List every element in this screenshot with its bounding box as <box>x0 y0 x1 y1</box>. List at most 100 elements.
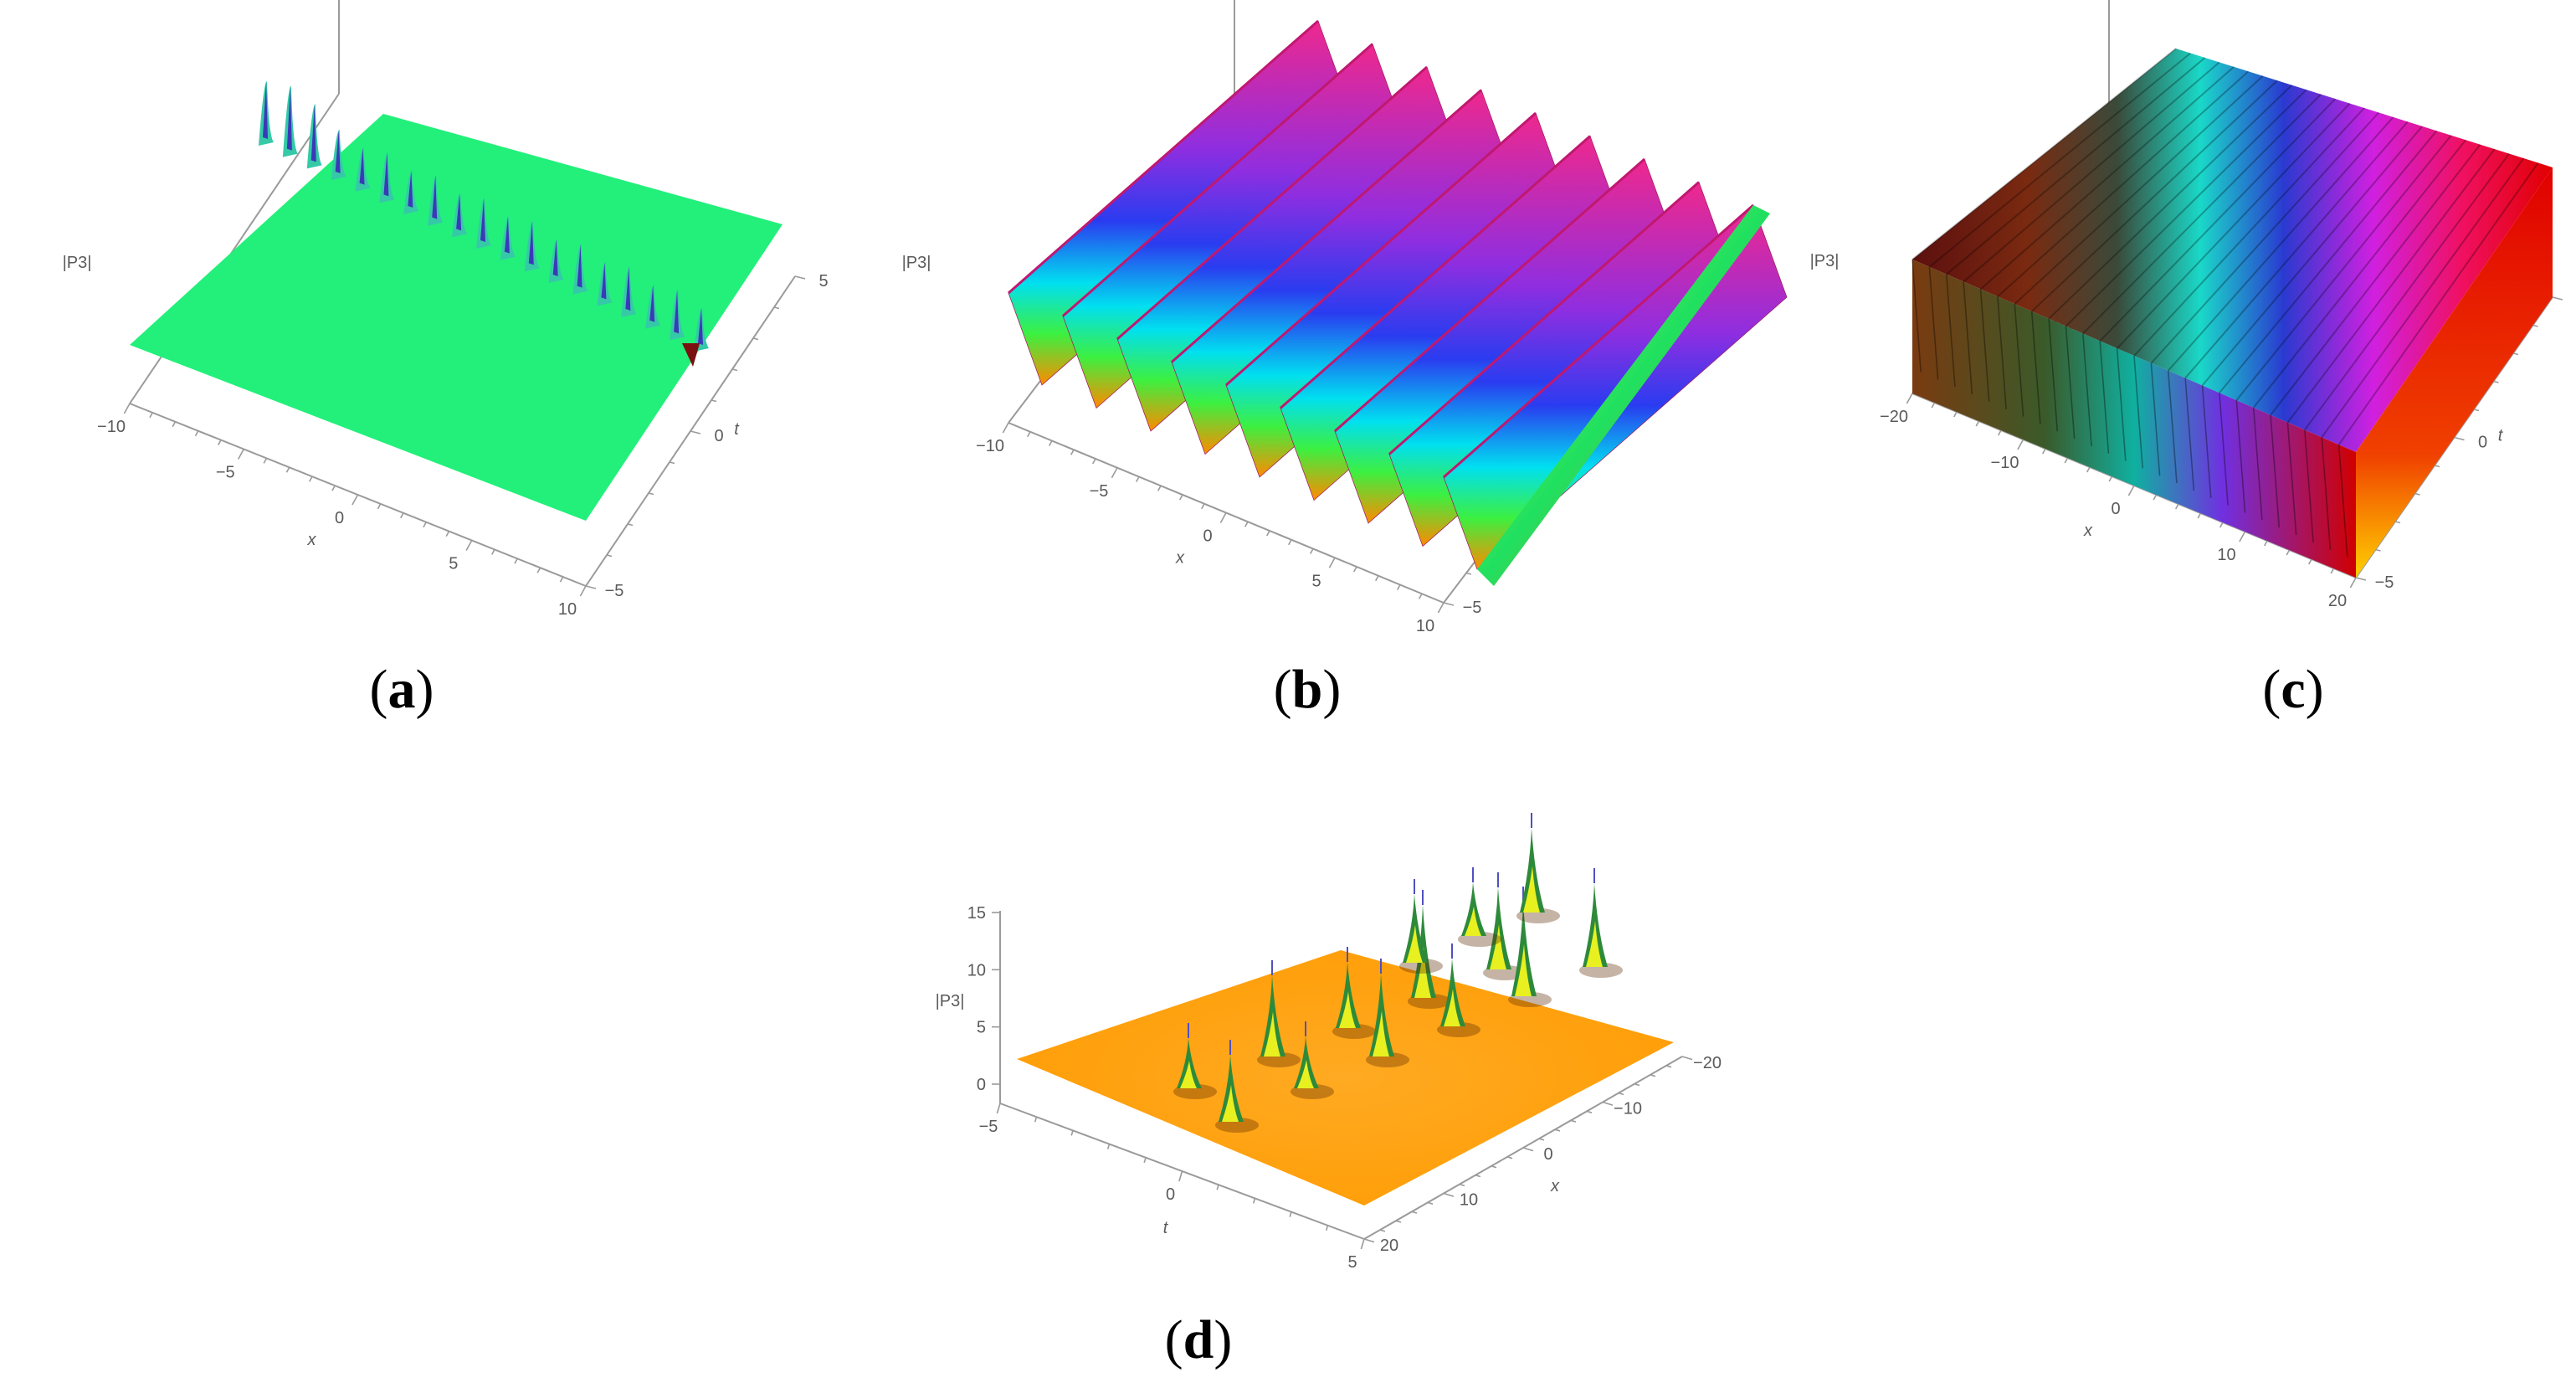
t-tick-mark <box>1443 602 1455 606</box>
x-tick-mark <box>1665 1065 1672 1068</box>
x-tick-mark <box>1475 1174 1481 1178</box>
x-tick-mark <box>308 476 313 482</box>
front-tooth <box>2337 445 2348 558</box>
x-tick-mark <box>2219 522 2224 528</box>
t-tick-label: −5 <box>979 1118 998 1136</box>
peak-highlight <box>1490 924 1506 969</box>
peak-tip <box>359 147 365 185</box>
ridge-line <box>2286 148 2496 424</box>
peak-highlight <box>1264 1011 1280 1057</box>
x-tick-mark <box>2041 448 2046 455</box>
x-tick-mark <box>1200 503 1205 510</box>
t-tick-mark <box>2434 465 2440 468</box>
z-axis-label: |P3| <box>902 254 931 272</box>
ridge-line <box>2270 144 2481 416</box>
x-tick-mark <box>377 503 382 510</box>
ridge-line <box>2014 75 2264 305</box>
x-tick-label: −5 <box>1090 482 1109 501</box>
front-tooth <box>1945 274 1956 388</box>
panel-d-caption: (d) <box>1165 1309 1233 1370</box>
peak-highlight <box>1222 1085 1239 1122</box>
t-tick-mark <box>1106 1144 1111 1149</box>
x-tick-mark <box>490 549 495 555</box>
x-tick-mark <box>2330 568 2335 574</box>
panel-d-surface <box>1017 813 1674 1206</box>
front-tooth <box>2014 304 2024 417</box>
panel-c-caption-letter: c <box>2281 659 2305 720</box>
x-tick-mark <box>1048 440 1053 446</box>
panel-b-surface <box>1008 19 1788 586</box>
x-axis-label: x <box>1550 1177 1560 1195</box>
peak-tip <box>263 81 268 139</box>
front-tooth <box>2252 407 2263 521</box>
x-tick-label: 5 <box>1311 572 1321 590</box>
x-tick-mark <box>263 458 268 464</box>
ridge-crest <box>1443 203 1754 479</box>
surface-top <box>1912 49 2553 452</box>
t-tick-mark <box>752 337 759 341</box>
x-tick-label: 0 <box>1543 1145 1552 1164</box>
peak-tip <box>383 152 389 197</box>
t-tick-label: 0 <box>2478 434 2487 452</box>
t-tick-mark <box>627 523 634 527</box>
x-tick-mark <box>1681 1056 1693 1061</box>
x-tick-mark <box>2197 512 2202 519</box>
t-tick-mark <box>1465 572 1472 575</box>
x-tick-label: 0 <box>2111 500 2120 518</box>
t-tick-mark <box>1034 1116 1038 1123</box>
peak-highlight <box>1297 1059 1314 1088</box>
x-tick-mark <box>1352 566 1357 573</box>
x-tick-mark <box>1443 1192 1455 1197</box>
t-tick-label: −5 <box>1463 599 1482 617</box>
x-tick-mark <box>1437 602 1445 614</box>
x-tick-mark <box>1111 467 1118 479</box>
panel-b-caption-letter: b <box>1292 659 1323 720</box>
ridge-line <box>2219 130 2438 393</box>
x-tick-mark <box>1002 422 1009 434</box>
front-tooth <box>1911 259 1922 373</box>
x-tick-mark <box>352 494 359 506</box>
front-tooth <box>1963 281 1973 395</box>
x-tick-mark <box>1374 575 1379 582</box>
t-tick-label: 0 <box>1166 1185 1175 1204</box>
x-tick-mark <box>2349 577 2357 589</box>
ridge-line <box>1979 66 2235 290</box>
x-tick-mark <box>149 412 153 419</box>
x-tick-mark <box>514 558 518 564</box>
x-tick-label: 5 <box>449 555 458 573</box>
ridge-line <box>2337 162 2539 445</box>
peak-highlight <box>1515 943 1532 996</box>
ridge-line <box>1911 48 2177 260</box>
z-tick-label: 0 <box>977 1076 986 1094</box>
t-tick-mark <box>2473 409 2480 412</box>
t-tick-label: 0 <box>714 427 723 445</box>
peak-tip <box>456 193 462 231</box>
ridge-crest <box>1171 89 1482 363</box>
t-tick-mark <box>1143 1157 1147 1164</box>
ridge-line <box>2252 139 2466 409</box>
ridge-crest <box>1116 65 1428 341</box>
surface-side <box>2356 167 2553 578</box>
x-tick-label: 10 <box>558 600 577 619</box>
t-tick-mark <box>773 306 780 310</box>
t-tick-label: 5 <box>818 272 828 290</box>
front-tooth <box>1979 289 1990 402</box>
panel-b-caption: (b) <box>1274 659 1342 720</box>
peak-tip <box>698 308 703 345</box>
front-tooth <box>2184 378 2195 491</box>
ridge-crest <box>1008 19 1319 295</box>
x-tick-mark <box>1418 593 1423 599</box>
x-tick-mark <box>1953 411 1958 418</box>
t-axis-label: t <box>2498 427 2504 445</box>
x-tick-mark <box>1244 521 1249 527</box>
t-tick-mark <box>1178 1170 1183 1182</box>
x-axis-label: x <box>1175 549 1185 568</box>
ridge-line <box>2116 102 2351 349</box>
ridge-crest <box>1280 135 1591 409</box>
z-tick-label: 15 <box>967 904 986 923</box>
t-tick-label: 5 <box>1347 1253 1357 1272</box>
x-tick-label: −20 <box>1880 408 1908 426</box>
peak-highlight <box>1406 924 1423 963</box>
t-tick-mark <box>585 585 597 589</box>
ridge-line <box>2099 98 2337 342</box>
